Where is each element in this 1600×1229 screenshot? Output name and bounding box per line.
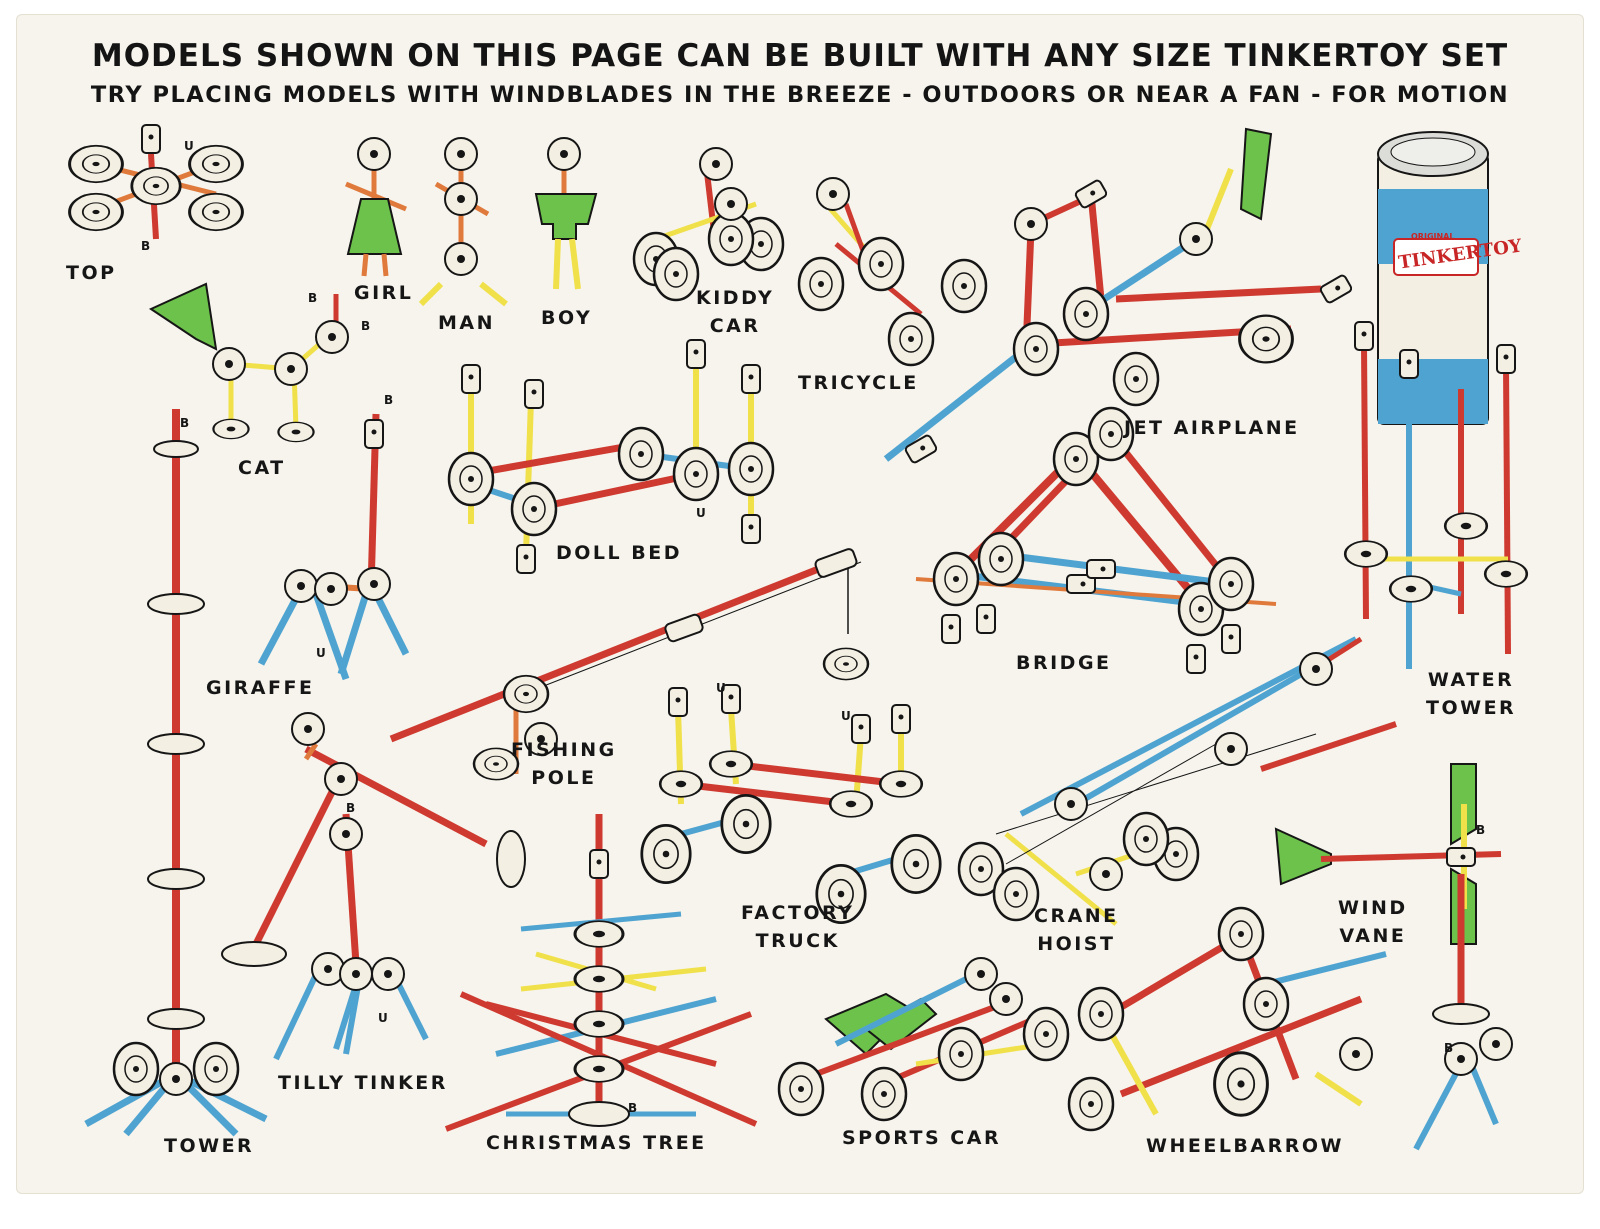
mark-b: B — [1444, 1041, 1454, 1055]
model-bridge — [915, 406, 1277, 674]
model-jet-airplane — [883, 127, 1354, 465]
mark-b: B — [180, 416, 190, 430]
label-tower: TOWER — [164, 1135, 255, 1157]
can-small-label: ORIGINAL — [1411, 232, 1455, 241]
model-christmas-tree — [444, 814, 758, 1132]
label-sports-car: SPORTS CAR — [842, 1127, 1002, 1149]
model-water-tower — [1343, 131, 1529, 669]
model-tower — [84, 409, 268, 1137]
model-tilly-tinker — [221, 712, 526, 1061]
label-boy: BOY — [541, 307, 593, 329]
label-wind-vane: WIND VANE — [1338, 897, 1408, 947]
label-crane-hoist: CRANE HOIST — [1034, 905, 1119, 955]
label-factory-truck: FACTORY TRUCK — [741, 902, 855, 952]
label-fishing-pole: FISHING POLE — [511, 739, 617, 789]
model-kiddy-car — [632, 147, 785, 302]
label-jet-airplane: JET AIRPLANE — [1124, 417, 1300, 439]
page-subtitle: TRY PLACING MODELS WITH WINDBLADES IN TH… — [90, 82, 1510, 108]
label-wheelbarrow: WHEELBARROW — [1146, 1135, 1344, 1157]
model-crane-hoist — [957, 636, 1397, 926]
model-tricycle — [797, 177, 988, 367]
model-boy — [534, 137, 598, 290]
page-title: MODELS SHOWN ON THIS PAGE CAN BE BUILT W… — [91, 38, 1509, 74]
mark-u: U — [841, 709, 851, 723]
model-cat — [148, 282, 349, 443]
model-fishing-pole — [389, 548, 870, 781]
label-cat: CAT — [238, 457, 286, 479]
mark-b: B — [361, 319, 371, 333]
model-doll-bed — [447, 339, 775, 574]
model-girl — [345, 137, 407, 277]
model-sports-car — [777, 957, 1070, 1122]
label-bridge: BRIDGE — [1016, 652, 1112, 674]
mark-u: U — [696, 506, 706, 520]
model-top — [68, 124, 244, 240]
mark-u: U — [316, 646, 326, 660]
label-water-tower: WATER TOWER — [1426, 669, 1517, 719]
models-illustration — [68, 124, 1529, 1151]
model-wheelbarrow — [1067, 906, 1387, 1132]
mark-b: B — [141, 239, 151, 253]
label-top: TOP — [66, 262, 117, 284]
label-girl: GIRL — [354, 282, 414, 304]
label-man: MAN — [438, 312, 496, 334]
label-christmas-tree: CHRISTMAS TREE — [486, 1132, 707, 1154]
model-wind-vane — [1274, 763, 1513, 1151]
label-tilly-tinker: TILLY TINKER — [278, 1072, 448, 1094]
tinkertoy-instruction-sheet: MODELS SHOWN ON THIS PAGE CAN BE BUILT W… — [16, 14, 1584, 1194]
model-factory-truck — [640, 684, 942, 924]
mark-u: U — [716, 681, 726, 695]
mark-b: B — [384, 393, 394, 407]
label-giraffe: GIRAFFE — [206, 677, 315, 699]
mark-b: B — [346, 801, 356, 815]
mark-u: U — [184, 139, 194, 153]
model-man — [418, 137, 508, 307]
label-kiddy-car: KIDDY CAR — [696, 287, 775, 337]
mark-u: U — [378, 1011, 388, 1025]
mark-b: B — [308, 291, 318, 305]
mark-b: B — [1476, 823, 1486, 837]
label-doll-bed: DOLL BED — [556, 542, 682, 564]
model-giraffe — [257, 413, 410, 681]
label-tricycle: TRICYCLE — [798, 372, 919, 394]
mark-b: B — [628, 1101, 638, 1115]
